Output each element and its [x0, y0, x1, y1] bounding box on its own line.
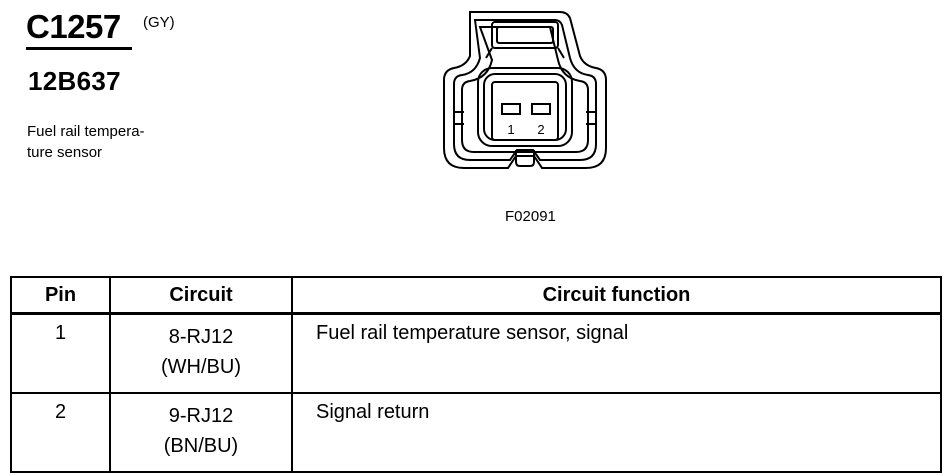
polarization-key: [515, 150, 535, 167]
connector-outer-housing: [443, 11, 607, 169]
pinout-table: Pin Circuit Circuit function 1 8-RJ12 (W…: [10, 276, 942, 473]
description-line-1: Fuel rail tempera-: [27, 123, 145, 140]
component-description: Fuel rail tempera- ture sensor: [27, 121, 187, 163]
pin-cell: 2: [10, 392, 111, 473]
connector-inner-housing: [453, 19, 597, 161]
locking-latch-inner: [496, 26, 554, 44]
header-pin: Pin: [10, 276, 111, 315]
circuit-number: 9-RJ12: [168, 405, 234, 427]
part-number: 12B637: [28, 66, 121, 96]
connector-face-diagram: 1 2: [443, 11, 607, 169]
connector-shroud: [461, 26, 589, 153]
table-header-row: Pin Circuit Circuit function: [10, 276, 942, 315]
circuit-number: 8-RJ12: [168, 326, 234, 348]
terminal-face: [491, 81, 559, 141]
function-cell: Fuel rail temperature sensor, signal: [291, 312, 942, 394]
connector-color: (GY): [143, 14, 175, 31]
locking-latch: [491, 21, 559, 49]
wire-color: (WH/BU): [161, 356, 241, 378]
table-row: 1 8-RJ12 (WH/BU) Fuel rail temperature s…: [10, 312, 942, 394]
header-circuit-function: Circuit function: [291, 276, 942, 315]
description-line-2: ture sensor: [27, 144, 103, 161]
pin-2-terminal: [531, 103, 551, 115]
pin-1-terminal: [501, 103, 521, 115]
pin-1-label: 1: [507, 122, 514, 137]
connector-id: C1257 (GY): [26, 8, 175, 50]
function-cell: Signal return: [291, 392, 942, 473]
terminal-cavity-inner: [483, 73, 567, 141]
wire-color: (BN/BU): [163, 435, 239, 457]
table-row: 2 9-RJ12 (BN/BU) Signal return: [10, 392, 942, 473]
circuit-cell: 9-RJ12 (BN/BU): [109, 392, 293, 473]
connector-code: C1257: [26, 8, 121, 45]
pin-cell: 1: [10, 312, 111, 394]
pin-2-label: 2: [537, 122, 544, 137]
terminal-cavity: [477, 67, 573, 147]
header-circuit: Circuit: [109, 276, 293, 315]
figure-reference: F02091: [505, 208, 556, 225]
circuit-cell: 8-RJ12 (WH/BU): [109, 312, 293, 394]
